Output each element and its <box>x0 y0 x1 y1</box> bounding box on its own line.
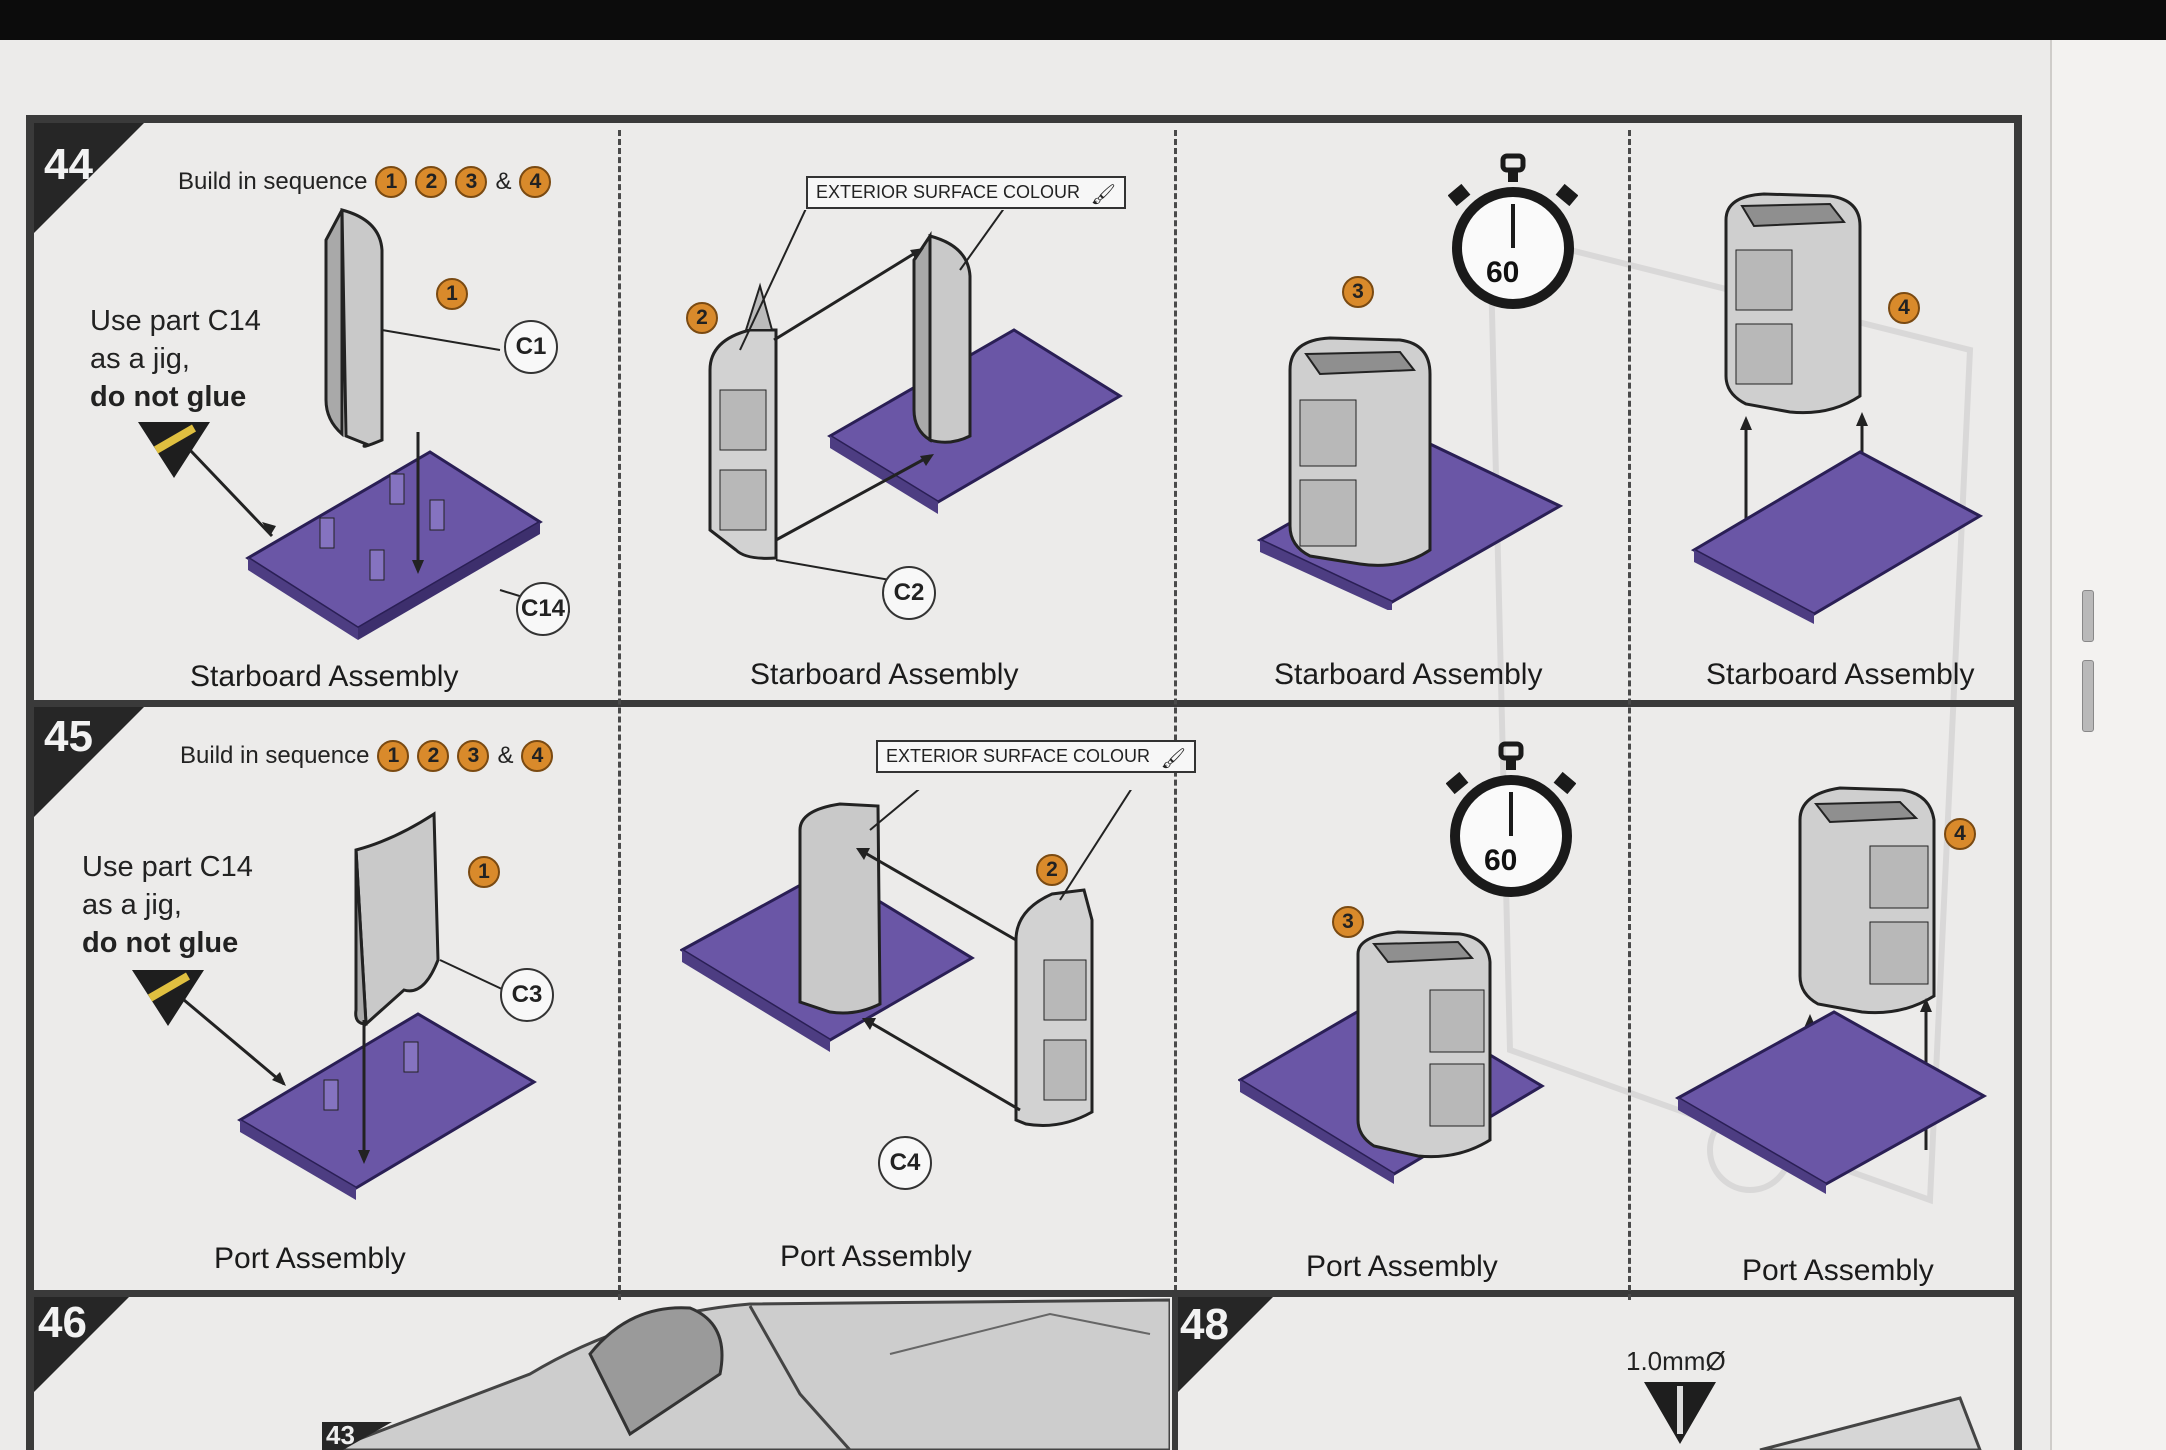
nacelle-half-part <box>928 234 972 444</box>
panel-divider <box>618 130 621 1300</box>
step-number: 45 <box>44 712 93 761</box>
part-callout: C1 <box>504 320 558 374</box>
step-badge: 1 <box>468 856 500 888</box>
step-number-corner <box>34 123 144 233</box>
step-number: 48 <box>1180 1300 1229 1349</box>
step-badge: 4 <box>1888 292 1920 324</box>
row-divider <box>26 700 2022 707</box>
jig-note-line: as a jig, <box>82 889 182 921</box>
sub-step-corner <box>322 1422 392 1450</box>
nacelle-half-part <box>798 802 882 1015</box>
panel-divider <box>1628 130 1631 1300</box>
sequence-badge: 1 <box>375 166 408 198</box>
paint-brush-icon: 🖌 <box>1160 748 1187 770</box>
staple <box>2082 590 2094 642</box>
part-callout: C14 <box>516 582 570 636</box>
drill-size-label: 1.0mmØ <box>1626 1346 1726 1376</box>
sequence-badge: 1 <box>377 740 410 772</box>
build-sequence: Build in sequence 1 2 3 & 4 <box>178 166 552 198</box>
panel-caption: Port Assembly <box>214 1242 406 1275</box>
timer-value: 60 <box>1484 844 1518 877</box>
panel-caption: Starboard Assembly <box>190 660 459 693</box>
step-badge: 1 <box>436 278 468 310</box>
assembled-nacelle <box>1288 336 1432 567</box>
sequence-badge: 2 <box>417 740 450 772</box>
sequence-badge: 4 <box>519 166 552 198</box>
nacelle-half-part <box>708 282 778 560</box>
nacelle-half-part <box>324 208 384 448</box>
jig-note: Use part C14 as a jig, do not glue <box>90 302 261 416</box>
panel-caption: Starboard Assembly <box>1706 658 1975 691</box>
jig-note-line: do not glue <box>90 381 247 413</box>
panel-caption: Starboard Assembly <box>750 658 1019 691</box>
sequence-badge: 4 <box>521 740 554 772</box>
step-number: 46 <box>38 1298 87 1347</box>
jig-note: Use part C14 as a jig, do not glue <box>82 848 253 962</box>
jig-note-line: Use part C14 <box>82 851 253 883</box>
assembly-illustration <box>1690 192 1984 624</box>
sub-step-number: 43 <box>326 1420 355 1450</box>
assembly-illustration <box>1238 930 1545 1184</box>
sequence-badge: 3 <box>457 740 490 772</box>
assembly-illustration <box>680 790 1132 1127</box>
build-sequence-label: Build in sequence <box>180 742 370 769</box>
drill-icon <box>1644 1382 1982 1450</box>
assembly-illustration <box>1674 786 1988 1194</box>
timer-value: 60 <box>1486 256 1520 289</box>
panel-caption: Port Assembly <box>1742 1254 1934 1287</box>
assembly-illustration <box>132 811 537 1200</box>
step-badge: 3 <box>1342 276 1374 308</box>
step-badge: 2 <box>1036 854 1068 886</box>
purple-jig-base <box>1674 1010 1988 1194</box>
assembled-nacelle <box>1724 192 1862 415</box>
sequence-ampersand: & <box>497 742 514 769</box>
nacelle-half-part <box>354 811 440 1028</box>
panel-caption: Port Assembly <box>780 1240 972 1273</box>
step-number-corner <box>34 707 144 817</box>
purple-jig-base <box>237 1012 537 1200</box>
step-number: 44 <box>44 140 93 189</box>
assembly-illustration <box>708 210 1123 581</box>
nacelle-half-part <box>1014 888 1094 1127</box>
part-callout: C3 <box>500 968 554 1022</box>
aircraft-cockpit-illustration <box>330 1298 1170 1450</box>
step-number-corner <box>34 1297 129 1392</box>
step-badge: 2 <box>686 302 718 334</box>
panel-caption: Port Assembly <box>1306 1250 1498 1283</box>
assembly-illustration <box>1256 336 1564 610</box>
sequence-badge: 2 <box>415 166 448 198</box>
jig-note-line: do not glue <box>82 927 239 959</box>
part-callout: C2 <box>882 566 936 620</box>
assembly-illustration <box>138 208 570 640</box>
panel-caption: Starboard Assembly <box>1274 658 1543 691</box>
assembled-nacelle <box>1356 930 1492 1159</box>
no-glue-icon <box>132 970 204 1026</box>
paint-brush-icon: 🖌 <box>1090 184 1117 206</box>
sequence-ampersand: & <box>495 168 512 195</box>
build-sequence-label: Build in sequence <box>178 168 368 195</box>
exterior-surface-colour-label: EXTERIOR SURFACE COLOUR🖌 <box>876 740 1197 773</box>
part-callout: C4 <box>878 1136 932 1190</box>
jig-note-line: as a jig, <box>90 343 190 375</box>
step-badge: 3 <box>1332 906 1364 938</box>
step-number-corner <box>1178 1297 1273 1392</box>
row-divider <box>26 1290 2022 1297</box>
step-badge: 4 <box>1944 818 1976 850</box>
facing-page-edge <box>2050 40 2166 1450</box>
exterior-surface-colour-label: EXTERIOR SURFACE COLOUR🖌 <box>806 176 1127 209</box>
step-divider <box>1172 1290 1178 1450</box>
build-sequence: Build in sequence 1 2 3 & 4 <box>180 740 554 772</box>
sequence-badge: 3 <box>455 166 488 198</box>
stopwatch-icon <box>1448 153 1578 309</box>
jig-note-line: Use part C14 <box>90 305 261 337</box>
no-glue-icon <box>138 422 210 478</box>
stopwatch-icon <box>1446 741 1576 897</box>
purple-jig-base <box>245 450 543 640</box>
purple-jig-base <box>1690 450 1984 624</box>
steps-frame <box>26 115 2022 1450</box>
staple <box>2082 660 2094 732</box>
panel-divider <box>1174 130 1177 1300</box>
assembled-nacelle <box>1798 786 1936 1015</box>
